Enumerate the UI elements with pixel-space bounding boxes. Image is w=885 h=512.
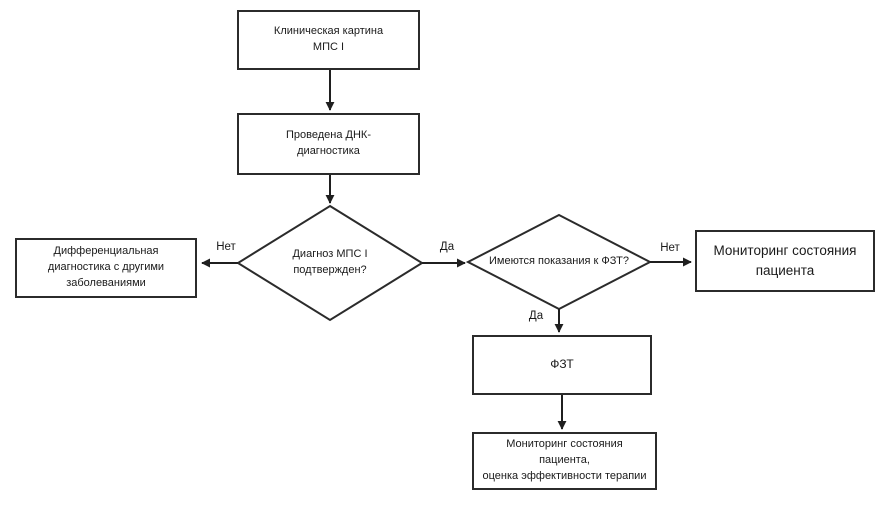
node-dna-diagnostics: Проведена ДНК- диагностика xyxy=(237,113,420,175)
node-patient-monitoring: Мониторинг состояния пациента xyxy=(695,230,875,292)
node-monitoring-evaluation: Мониторинг состояния пациента, оценка эф… xyxy=(472,432,657,490)
node-differential-diagnostics: Дифференциальная диагностика с другими з… xyxy=(15,238,197,298)
decision-ert-indications-label: Имеются показания к ФЗТ? xyxy=(488,255,629,268)
edge-label-ert-no: Нет xyxy=(660,242,680,254)
decision-diagnosis-confirmed-shape xyxy=(236,204,424,322)
node-clinical-picture: Клиническая картина МПС I xyxy=(237,10,420,70)
edge-label-diagnosis-yes: Да xyxy=(439,241,455,253)
edge-label-diagnosis-no: Нет xyxy=(216,241,236,253)
decision-diagnosis-confirmed-label: Диагноз МПС I подтвержден? xyxy=(292,247,368,276)
node-ert: ФЗТ xyxy=(472,335,652,395)
edge-label-ert-yes: Да xyxy=(528,310,544,322)
